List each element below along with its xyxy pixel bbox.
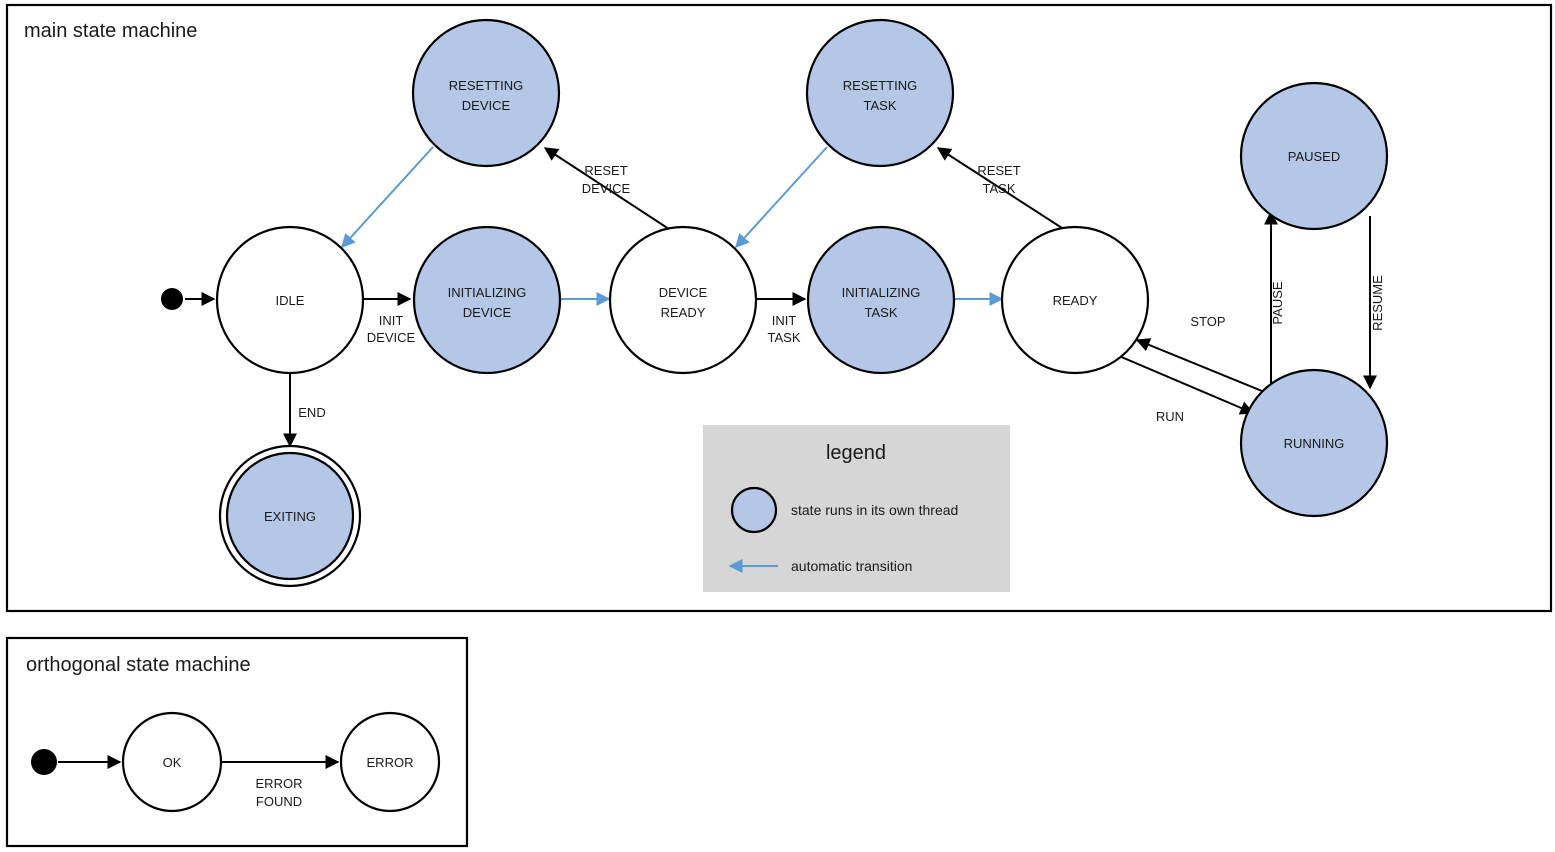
state-node-idle[interactable]: IDLE [215,225,365,375]
edge-label-init-task-line2: TASK [768,330,801,345]
state-circle-exiting [225,451,355,581]
state-node-exiting[interactable]: EXITING [218,444,362,588]
state-circle-paused [1239,81,1389,231]
state-label-paused: PAUSED [1288,149,1341,164]
state-label-idle: IDLE [276,293,305,308]
state-circle-resetting-task [805,18,955,168]
legend-thread-state-swatch [730,486,778,534]
state-circle-initializing-task [806,225,956,375]
state-label-resetting-device-line1: RESETTING [449,78,523,93]
state-node-initializing-task[interactable]: INITIALIZING TASK [806,225,956,375]
edge-ready-to-running-run [1118,355,1255,415]
edge-label-error-found-line2: FOUND [256,794,302,809]
state-label-ok: OK [163,755,182,770]
state-node-ok[interactable]: OK [121,711,223,813]
edge-resetting-task-to-device-ready-auto [735,146,828,249]
edge-label-resume: RESUME [1370,275,1385,331]
state-node-ready[interactable]: READY [1000,225,1150,375]
state-label-device-ready-line1: DEVICE [659,285,708,300]
initial-state-dot [161,288,183,310]
state-label-initializing-device-line2: DEVICE [463,305,512,320]
legend-auto-transition-text: automatic transition [791,558,912,574]
state-label-running: RUNNING [1284,436,1345,451]
state-node-running[interactable]: RUNNING [1239,368,1389,518]
edge-label-init-device-line2: DEVICE [367,330,416,345]
edge-resetting-device-to-idle-auto [341,146,434,249]
state-circle-device-ready [608,225,758,375]
state-final-outer-ring-exiting [218,444,362,588]
state-circle-error [339,711,441,813]
state-circle-initializing-device [412,225,562,375]
legend-thread-state-text: state runs in its own thread [791,502,958,518]
main-state-machine-title: main state machine [24,20,197,42]
state-node-initializing-device[interactable]: INITIALIZING DEVICE [412,225,562,375]
state-circle-running [1239,368,1389,518]
state-circle-ok [121,711,223,813]
state-node-error[interactable]: ERROR [339,711,441,813]
state-node-resetting-task[interactable]: RESETTING TASK [805,18,955,168]
edge-label-reset-task-line2: TASK [983,181,1016,196]
legend-title: legend [826,442,886,464]
edge-label-reset-task-line1: RESET [977,163,1020,178]
state-label-ready: READY [1053,293,1098,308]
edge-label-reset-device-line2: DEVICE [582,181,631,196]
edge-label-pause: PAUSE [1270,281,1285,324]
state-label-resetting-task-line2: TASK [864,98,897,113]
state-node-device-ready[interactable]: DEVICE READY [608,225,758,375]
state-label-device-ready-line2: READY [661,305,706,320]
legend: legend state runs in its own thread auto… [703,425,1010,592]
state-label-resetting-device-line2: DEVICE [462,98,511,113]
orthogonal-initial-state-dot [31,749,57,775]
orthogonal-state-machine-title: orthogonal state machine [26,654,251,676]
state-circle-idle [215,225,365,375]
state-label-error: ERROR [367,755,414,770]
edge-label-init-task-line1: INIT [772,313,797,328]
state-label-resetting-task-line1: RESETTING [843,78,917,93]
state-node-paused[interactable]: PAUSED [1239,81,1389,231]
state-circle-resetting-device [411,18,561,168]
state-label-initializing-device-line1: INITIALIZING [448,285,527,300]
edge-label-init-device-line1: INIT [379,313,404,328]
edge-label-run: RUN [1156,409,1184,424]
edge-running-to-ready-stop [1135,338,1263,392]
state-circle-ready [1000,225,1150,375]
state-label-initializing-task-line1: INITIALIZING [842,285,921,300]
edge-label-end: END [298,405,325,420]
state-label-exiting: EXITING [264,509,316,524]
state-label-initializing-task-line2: TASK [865,305,898,320]
edge-label-reset-device-line1: RESET [584,163,627,178]
edge-label-stop: STOP [1190,314,1225,329]
edge-label-error-found-line1: ERROR [256,776,303,791]
state-node-resetting-device[interactable]: RESETTING DEVICE [411,18,561,168]
